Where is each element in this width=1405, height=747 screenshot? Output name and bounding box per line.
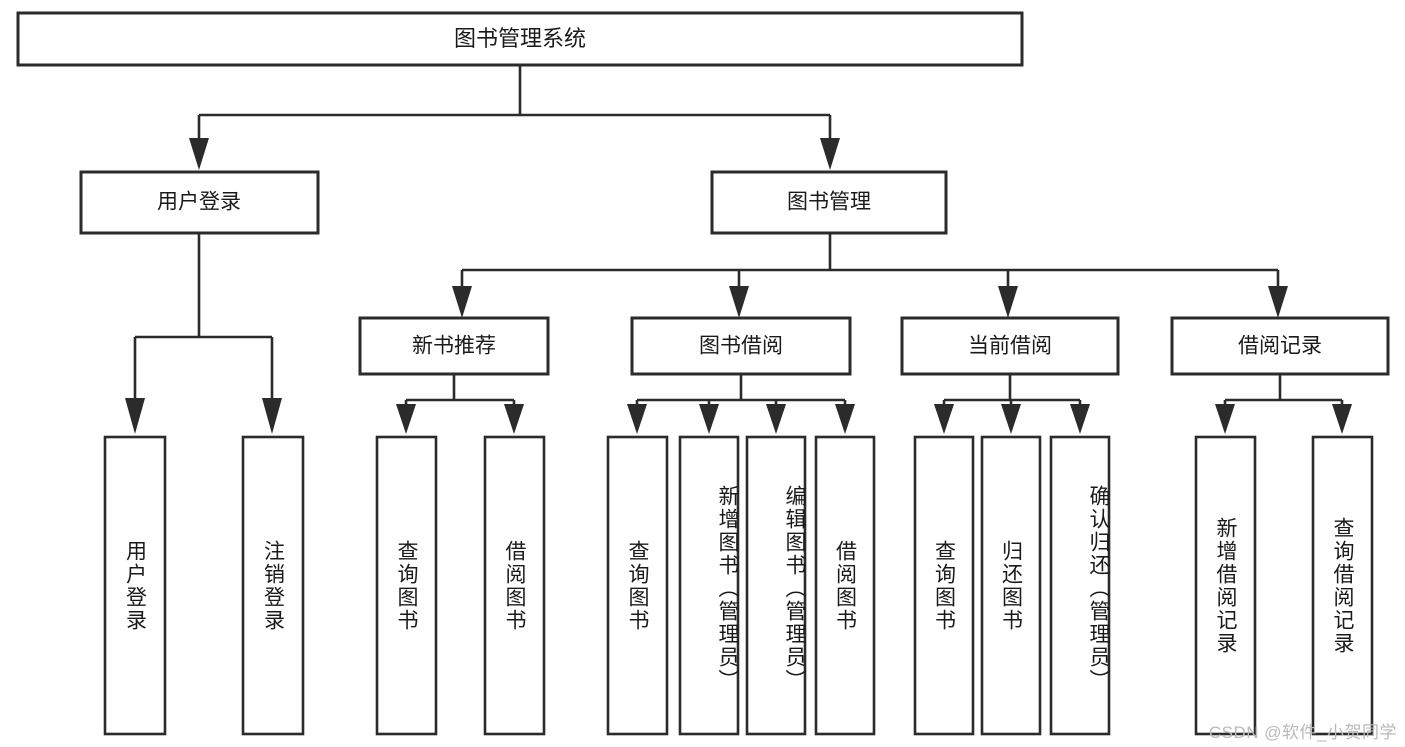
arrow-head-current-borrow — [998, 286, 1018, 318]
node-user-login-label: 用户登录 — [157, 191, 241, 214]
node-borrow-record-box[interactable] — [1170, 316, 1390, 376]
node-current-borrow[interactable]: 当前借阅 — [900, 316, 1120, 376]
arrow-head-leaf-current-borrow-3 — [1070, 404, 1090, 434]
node-user-login-box[interactable] — [79, 170, 320, 235]
arrow-head-book-mgmt — [820, 138, 840, 170]
leaf-box-book-borrow-2[interactable] — [678, 435, 740, 736]
arrow-head-new-book — [452, 286, 472, 318]
leaf-boxes-current-borrow — [913, 435, 1111, 736]
leaf-box-current-borrow-1[interactable] — [913, 435, 975, 736]
arrow-head-leaf-borrow-record-2 — [1332, 404, 1352, 434]
connector-group-new-book — [396, 374, 524, 434]
node-root[interactable]: 图书管理系统 — [16, 11, 1024, 67]
watermark-text: CSDN @软件_小贺同学 — [1208, 723, 1397, 742]
node-new-book-recommend-label: 新书推荐 — [412, 335, 496, 358]
connector-group-book-mgmt — [452, 233, 1288, 318]
leaf-box-user-login-1[interactable] — [103, 435, 167, 736]
leaf-boxes-book-borrow — [606, 435, 876, 736]
arrow-head-leaf-user-login-2 — [262, 398, 282, 434]
node-book-borrow-label: 图书借阅 — [699, 335, 783, 358]
node-borrow-record-label: 借阅记录 — [1238, 335, 1322, 358]
arrow-head-borrow-record — [1268, 286, 1288, 318]
leaf-boxes-user-login — [103, 435, 305, 736]
node-user-login[interactable]: 用户登录 — [79, 170, 320, 235]
connector-group-borrow-record — [1215, 374, 1352, 434]
arrow-head-leaf-borrow-record-1 — [1215, 404, 1235, 434]
node-root-label: 图书管理系统 — [454, 26, 586, 51]
node-book-borrow-box[interactable] — [630, 316, 852, 376]
connector-group-book-borrow — [627, 374, 855, 434]
node-root-box[interactable] — [16, 11, 1024, 67]
arrow-head-user-login — [189, 138, 209, 170]
leaf-box-new-book-1[interactable] — [375, 435, 438, 736]
leaf-boxes-borrow-record — [1194, 435, 1374, 736]
arrow-head-leaf-new-book-2 — [504, 404, 524, 434]
node-current-borrow-label: 当前借阅 — [968, 335, 1052, 358]
arrow-head-leaf-current-borrow-1 — [934, 404, 954, 434]
node-book-management-label: 图书管理 — [787, 191, 871, 214]
connector-group-current-borrow — [934, 374, 1090, 434]
leaf-box-new-book-2[interactable] — [483, 435, 546, 736]
arrow-head-leaf-book-borrow-1 — [627, 404, 647, 434]
leaf-box-current-borrow-3[interactable] — [1049, 435, 1111, 736]
connector-group-root — [189, 65, 840, 170]
node-book-management-box[interactable] — [710, 170, 948, 235]
arrow-head-book-borrow — [729, 286, 749, 318]
arrow-head-leaf-user-login-1 — [125, 398, 145, 434]
leaf-box-current-borrow-2[interactable] — [980, 435, 1042, 736]
connector-group-user-login — [125, 233, 282, 434]
leaf-box-borrow-record-1[interactable] — [1194, 435, 1257, 736]
node-book-borrow[interactable]: 图书借阅 — [630, 316, 852, 376]
leaf-boxes-new-book-recommend — [375, 435, 546, 736]
leaf-box-user-login-2[interactable] — [241, 435, 305, 736]
arrow-head-leaf-book-borrow-2 — [699, 404, 719, 434]
node-book-management[interactable]: 图书管理 — [710, 170, 948, 235]
leaf-box-book-borrow-3[interactable] — [745, 435, 807, 736]
leaf-box-borrow-record-2[interactable] — [1311, 435, 1374, 736]
arrow-head-leaf-current-borrow-2 — [1001, 404, 1021, 434]
node-borrow-record[interactable]: 借阅记录 — [1170, 316, 1390, 376]
arrow-head-leaf-new-book-1 — [396, 404, 416, 434]
node-current-borrow-box[interactable] — [900, 316, 1120, 376]
node-new-book-recommend[interactable]: 新书推荐 — [358, 316, 550, 376]
node-new-book-recommend-box[interactable] — [358, 316, 550, 376]
arrow-head-leaf-book-borrow-3 — [766, 404, 786, 434]
arrow-head-leaf-book-borrow-4 — [835, 404, 855, 434]
leaf-box-book-borrow-4[interactable] — [814, 435, 876, 736]
leaf-box-book-borrow-1[interactable] — [606, 435, 669, 736]
